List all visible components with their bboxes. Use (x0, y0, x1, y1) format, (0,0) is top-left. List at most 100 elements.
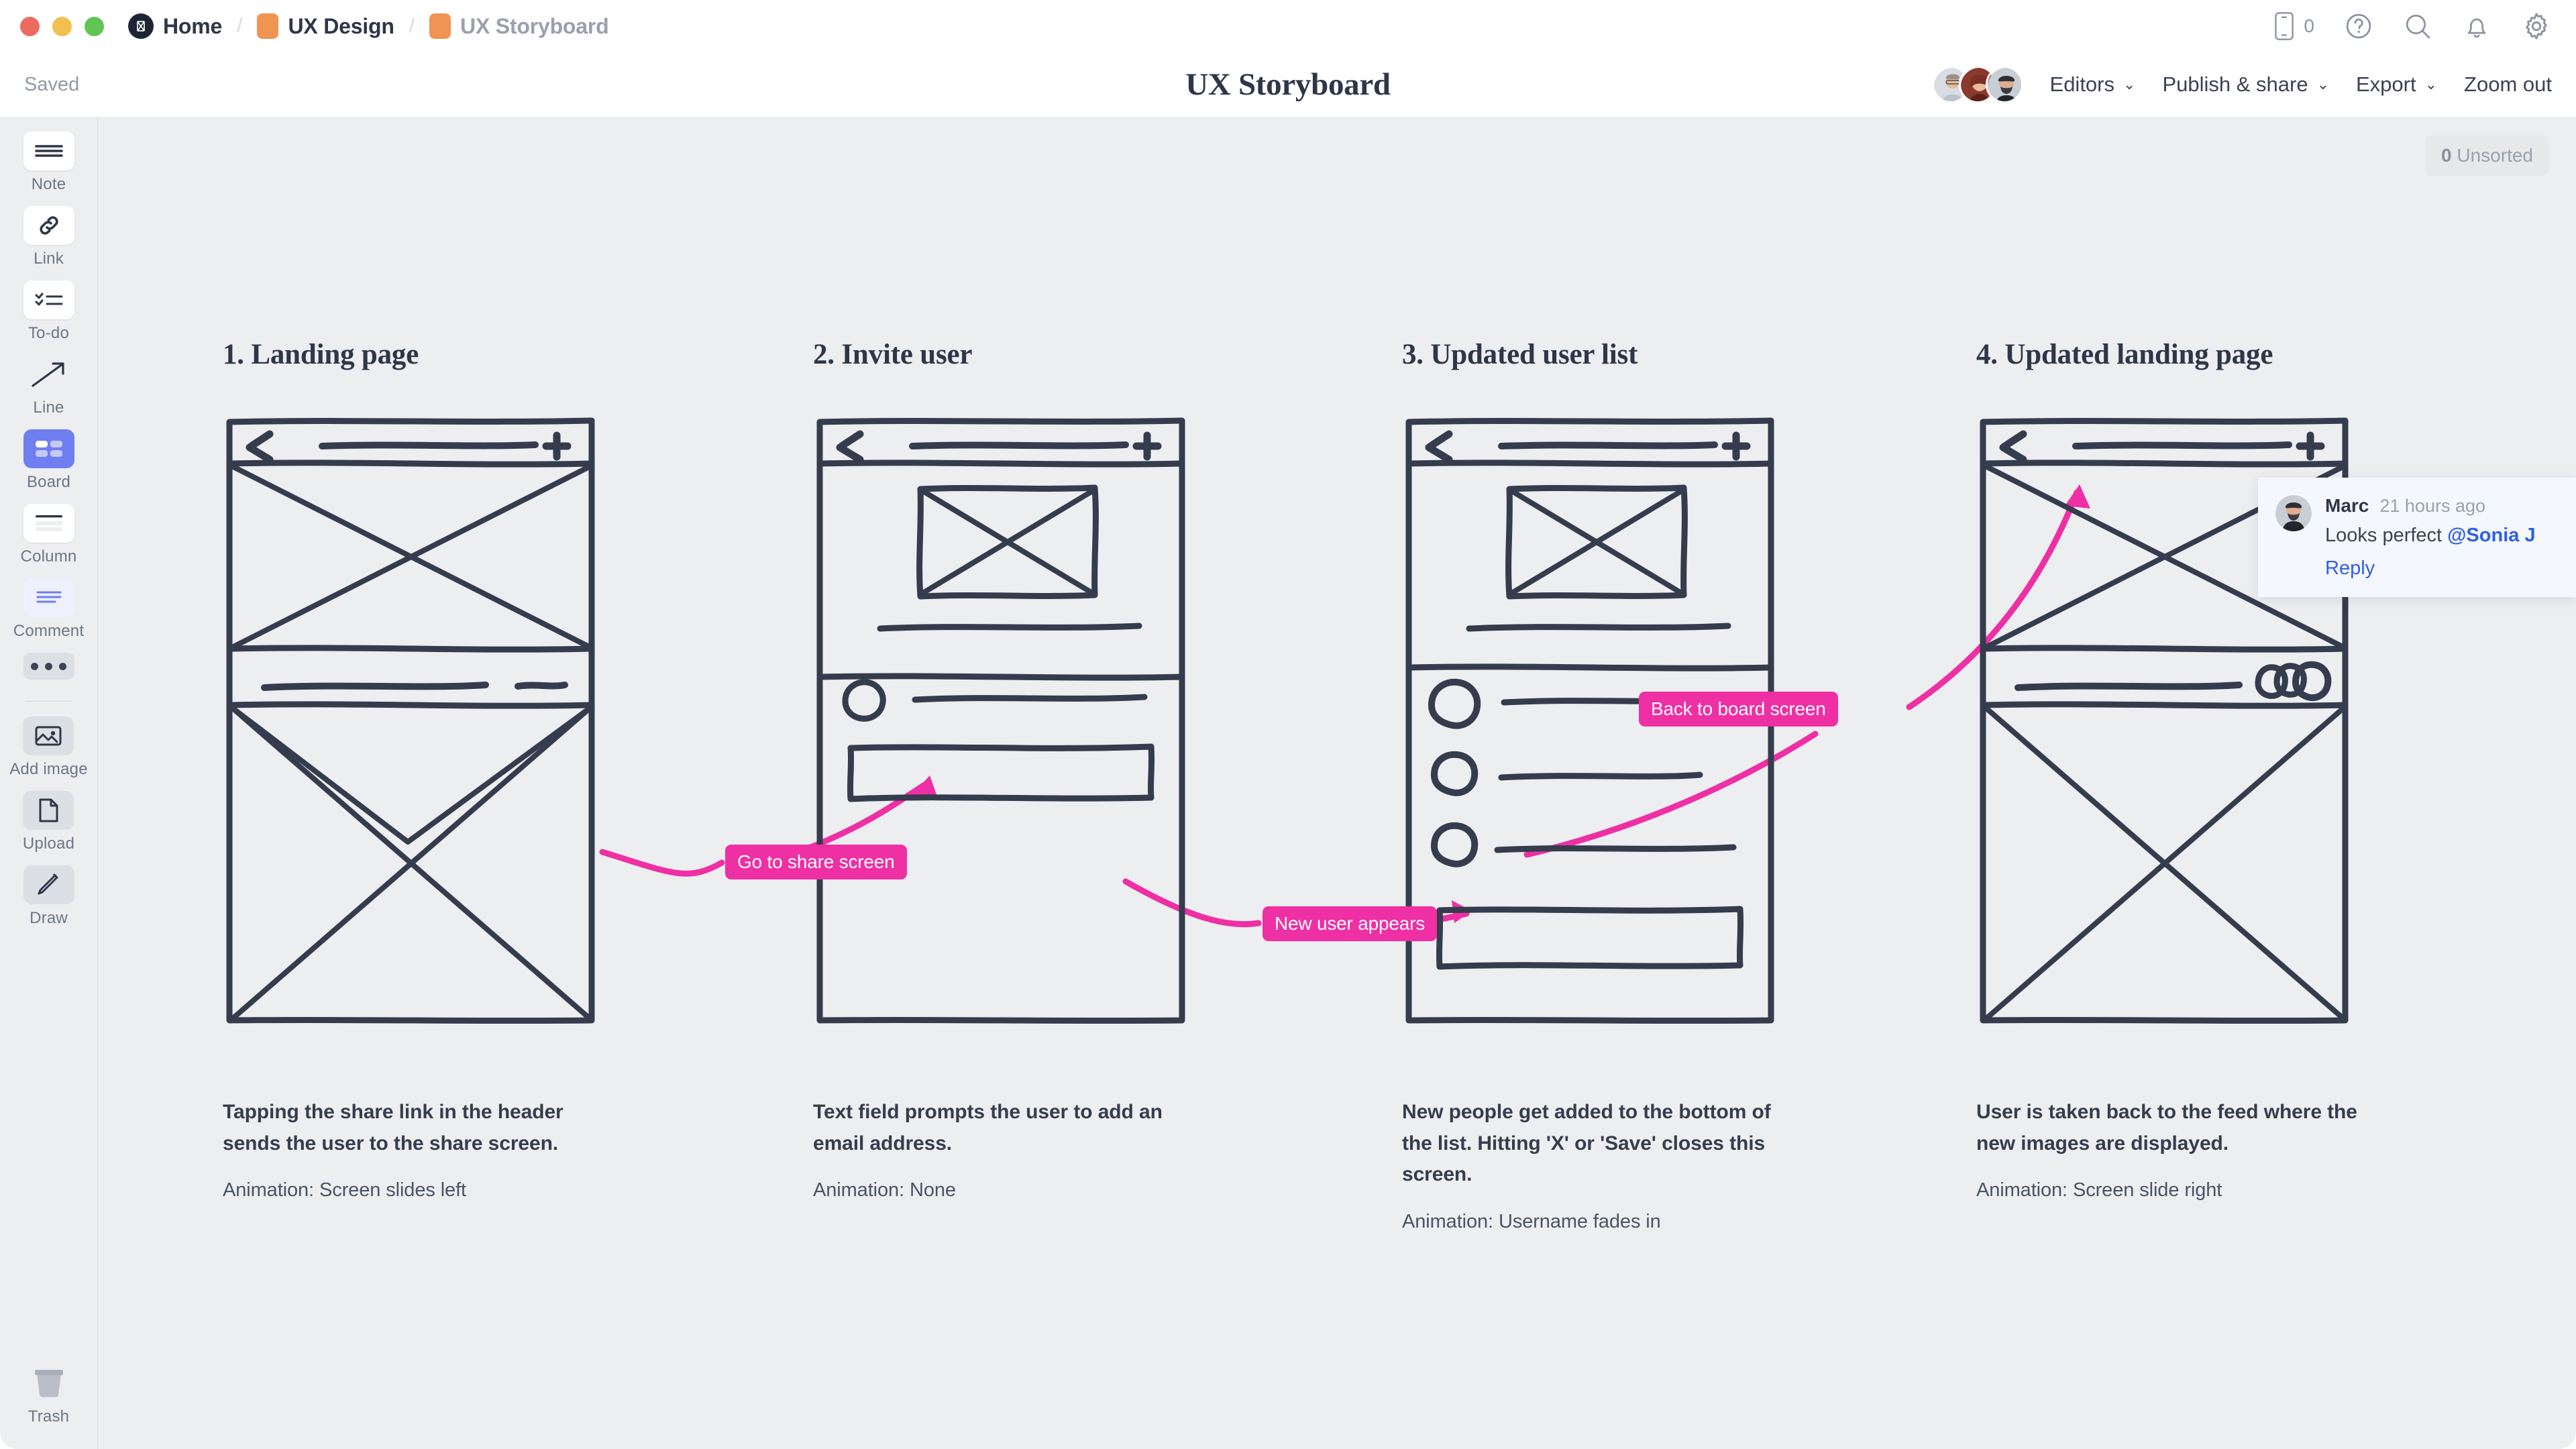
help-icon[interactable] (2344, 11, 2373, 41)
add-image-icon (23, 716, 74, 755)
comment-text: Looks perfect @Sonia J (2325, 525, 2536, 547)
search-icon[interactable] (2403, 11, 2432, 41)
close-window-button[interactable] (20, 16, 40, 36)
settings-gear-icon[interactable] (2521, 11, 2552, 42)
comment-author: Marc (2325, 495, 2369, 516)
title-bar-actions: 0 (2273, 0, 2552, 52)
connector-label-back-to-board-screen[interactable]: Back to board screen (1639, 692, 1838, 727)
device-count: 0 (2304, 15, 2314, 36)
milanote-logo-icon (128, 13, 154, 39)
card-caption: Tapping the share link in the header sen… (223, 1097, 612, 1201)
wireframe-invite-user (813, 413, 1189, 1030)
card-caption: New people get added to the bottom of th… (1402, 1097, 1791, 1233)
storyboard-card[interactable]: 4. Updated landing page (1976, 338, 2392, 1201)
folder-swatch-icon (257, 13, 279, 39)
connector-label-go-to-share-screen[interactable]: Go to share screen (725, 845, 907, 879)
maximize-window-button[interactable] (85, 16, 104, 36)
comment-icon (23, 578, 74, 617)
sidebar-item-todo[interactable]: To-do (23, 280, 74, 343)
card-animation-note: Animation: Username fades in (1402, 1210, 1661, 1232)
export-label: Export (2356, 72, 2416, 96)
avatar[interactable] (1985, 66, 2023, 103)
connector-label-new-user-appears[interactable]: New user appears (1263, 906, 1438, 941)
sidebar-item-label: Upload (22, 835, 75, 853)
trash-icon (23, 1364, 74, 1403)
sidebar-item-label: Trash (28, 1407, 70, 1426)
breadcrumb-item-ux-storyboard[interactable]: UX Storyboard (429, 13, 609, 39)
comment-text-prefix: Looks perfect (2325, 525, 2448, 546)
card-animation-note: Animation: None (813, 1179, 956, 1201)
sidebar-item-label: Draw (30, 909, 68, 927)
card-title: 4. Updated landing page (1976, 339, 2273, 370)
storyboard-cards: 1. Landing page (98, 117, 2576, 1449)
breadcrumb-label: Home (163, 13, 223, 38)
publish-share-dropdown[interactable]: Publish & share ⌄ (2162, 72, 2329, 97)
card-description: Text field prompts the user to add an em… (813, 1101, 1163, 1155)
card-animation-note: Animation: Screen slide right (1976, 1179, 2222, 1201)
chevron-down-icon: ⌄ (2316, 76, 2329, 93)
sidebar-item-note[interactable]: Note (23, 131, 74, 194)
sidebar-item-upload[interactable]: Upload (23, 791, 74, 853)
card-title: 1. Landing page (223, 339, 419, 370)
breadcrumb: Home / UX Design / UX Storyboard (128, 13, 609, 39)
comment-mention[interactable]: @Sonia J (2447, 525, 2536, 546)
storyboard-card[interactable]: 3. Updated user list (1402, 338, 1818, 1233)
unsorted-badge[interactable]: 0 Unsorted (2425, 136, 2549, 176)
sidebar-item-link[interactable]: Link (23, 206, 74, 268)
more-horizontal-icon (23, 653, 74, 680)
editors-label: Editors (2049, 72, 2114, 96)
card-description: Tapping the share link in the header sen… (223, 1101, 564, 1155)
folder-swatch-icon (429, 13, 451, 39)
breadcrumb-label: UX Storyboard (460, 13, 609, 38)
sidebar-item-draw[interactable]: Draw (23, 865, 74, 928)
line-arrow-icon (23, 355, 74, 394)
storyboard-card[interactable]: 1. Landing page (223, 338, 639, 1201)
todo-icon (23, 280, 74, 319)
card-description: New people get added to the bottom of th… (1402, 1101, 1771, 1185)
chevron-down-icon: ⌄ (2424, 76, 2438, 93)
page-title: UX Storyboard (1185, 67, 1391, 102)
export-dropdown[interactable]: Export ⌄ (2356, 72, 2437, 97)
breadcrumb-separator: / (409, 15, 415, 37)
minimize-window-button[interactable] (52, 16, 72, 36)
editor-avatars[interactable] (1931, 66, 2023, 103)
sidebar-item-trash[interactable]: Trash (23, 1364, 74, 1426)
sidebar-item-add-image[interactable]: Add image (9, 716, 88, 779)
card-title: 2. Invite user (813, 339, 973, 370)
card-description: User is taken back to the feed where the… (1976, 1101, 2357, 1155)
sidebar-divider (25, 701, 72, 702)
sidebar-more-options-button[interactable] (23, 653, 74, 680)
notifications-bell-icon[interactable] (2462, 11, 2491, 41)
sidebar-item-column[interactable]: Column (21, 504, 77, 566)
zoom-out-button[interactable]: Zoom out (2464, 72, 2552, 96)
breadcrumb-item-ux-design[interactable]: UX Design (257, 13, 394, 39)
wireframe-updated-user-list (1402, 413, 1778, 1030)
comment-popup[interactable]: Marc 21 hours ago Looks perfect @Sonia J… (2258, 478, 2576, 597)
sidebar-item-label: Add image (9, 760, 88, 778)
save-status: Saved (24, 73, 80, 95)
sidebar-item-label: Note (31, 175, 66, 193)
note-icon (23, 131, 74, 170)
editors-dropdown[interactable]: Editors ⌄ (2050, 72, 2136, 97)
breadcrumb-item-home[interactable]: Home (128, 13, 222, 39)
comment-body: Marc 21 hours ago Looks perfect @Sonia J… (2325, 495, 2536, 580)
breadcrumb-separator: / (237, 15, 243, 37)
sidebar-item-line[interactable]: Line (23, 355, 74, 417)
comment-reply-link[interactable]: Reply (2325, 557, 2375, 579)
storyboard-card[interactable]: 2. Invite user (813, 338, 1229, 1201)
breadcrumb-label: UX Design (288, 13, 394, 38)
comment-header: Marc 21 hours ago (2325, 495, 2536, 517)
sidebar-item-board[interactable]: Board (23, 429, 74, 492)
chevron-down-icon: ⌄ (2123, 76, 2136, 93)
avatar (2275, 495, 2312, 531)
publish-share-label: Publish & share (2162, 72, 2308, 96)
mobile-device-icon[interactable]: 0 (2273, 11, 2314, 41)
card-caption: User is taken back to the feed where the… (1976, 1097, 2365, 1201)
sidebar-item-comment[interactable]: Comment (13, 578, 84, 641)
sidebar-item-label: Column (20, 547, 77, 566)
unsorted-count: 0 (2441, 145, 2452, 166)
column-icon (23, 504, 74, 543)
title-bar: Home / UX Design / UX Storyboard 0 (0, 0, 2576, 52)
board-canvas[interactable]: 0 Unsorted 1. Landing page (98, 117, 2576, 1449)
